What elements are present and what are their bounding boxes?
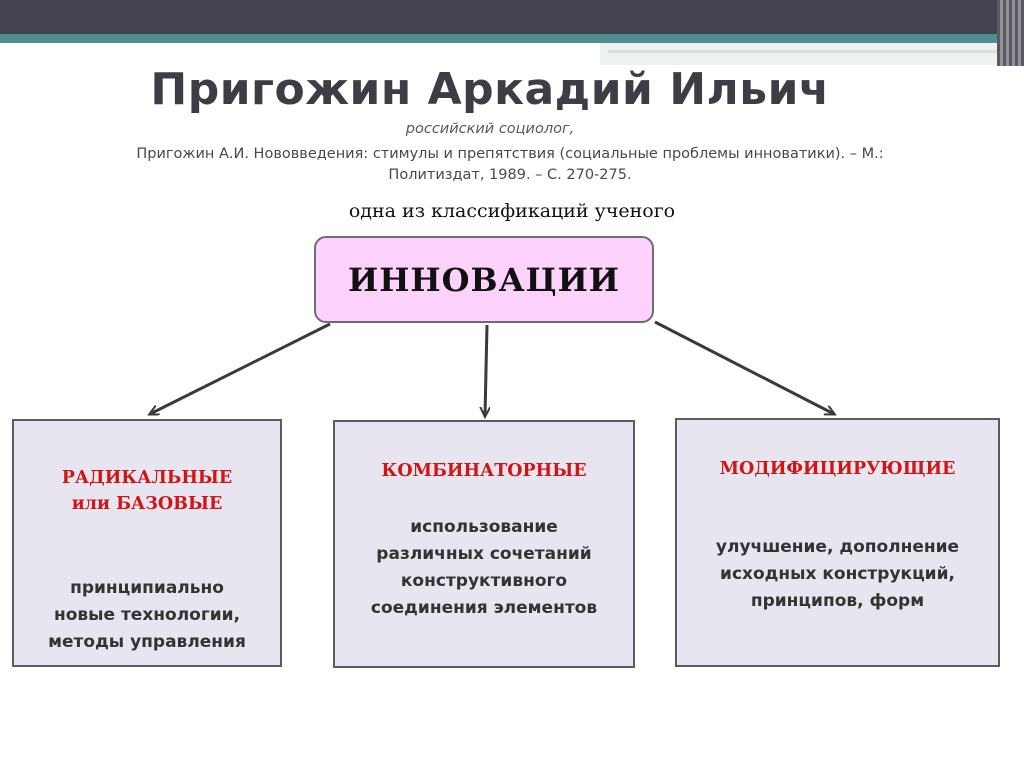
- top-bar-dark: [0, 0, 1024, 34]
- category-description-line: использование: [410, 517, 558, 537]
- category-description-line: улучшение, дополнение: [715, 537, 960, 557]
- category-description-modifying: улучшение, дополнение исходных конструкц…: [677, 534, 998, 615]
- category-description-radical: принципиально новые технологии, методы у…: [14, 575, 280, 656]
- category-title-radical-line-2: или БАЗОВЫЕ: [71, 494, 223, 514]
- category-title-radical: РАДИКАЛЬНЫЕ или БАЗОВЫЕ: [14, 465, 280, 517]
- category-title-combinatorial: КОМБИНАТОРНЫЕ: [381, 461, 587, 481]
- arrow-to-modifying: [654, 320, 834, 414]
- category-box-radical: РАДИКАЛЬНЫЕ или БАЗОВЫЕ принципиально но…: [12, 419, 282, 667]
- category-description-line: методы управления: [48, 632, 246, 652]
- category-description-line: новые технологии,: [53, 605, 241, 625]
- diagram-caption: одна из классификаций ученого: [348, 200, 676, 222]
- arrow-to-radical: [150, 322, 331, 414]
- category-description-line: принципиально: [70, 578, 224, 598]
- root-node-innovations: ИННОВАЦИИ: [314, 236, 654, 323]
- category-box-modifying: МОДИФИЦИРУЮЩИЕ улучшение, дополнение исх…: [675, 418, 1000, 667]
- citation-line-2: Политиздат, 1989. – С. 270-275.: [388, 167, 632, 183]
- slide-title: Пригожин Аркадий Ильич: [150, 64, 830, 115]
- citation: Пригожин А.И. Нововведения: стимулы и пр…: [40, 144, 980, 186]
- root-node-label: ИННОВАЦИИ: [347, 260, 621, 299]
- category-description-combinatorial: использование различных сочетаний констр…: [335, 514, 633, 622]
- category-description-line: конструктивного: [400, 571, 568, 591]
- category-description-line: соединения элементов: [370, 598, 598, 618]
- citation-line-1: Пригожин А.И. Нововведения: стимулы и пр…: [136, 146, 884, 162]
- category-title-radical-line-1: РАДИКАЛЬНЫЕ: [61, 468, 233, 488]
- category-box-combinatorial: КОМБИНАТОРНЫЕ использование различных со…: [333, 420, 635, 668]
- top-bar-corner-stripes: [997, 0, 1024, 66]
- category-description-line: различных сочетаний: [376, 544, 592, 564]
- top-bar-light-line: [608, 50, 998, 53]
- category-description-line: принципов, форм: [750, 591, 925, 611]
- top-bar-light: [600, 43, 1024, 65]
- category-description-line: исходных конструкций,: [720, 564, 955, 584]
- category-title-modifying: МОДИФИЦИРУЮЩИЕ: [719, 459, 956, 479]
- slide-subtitle: российский социолог,: [405, 121, 575, 137]
- arrow-to-combinatorial: [485, 324, 487, 416]
- top-bar-teal: [0, 34, 1024, 43]
